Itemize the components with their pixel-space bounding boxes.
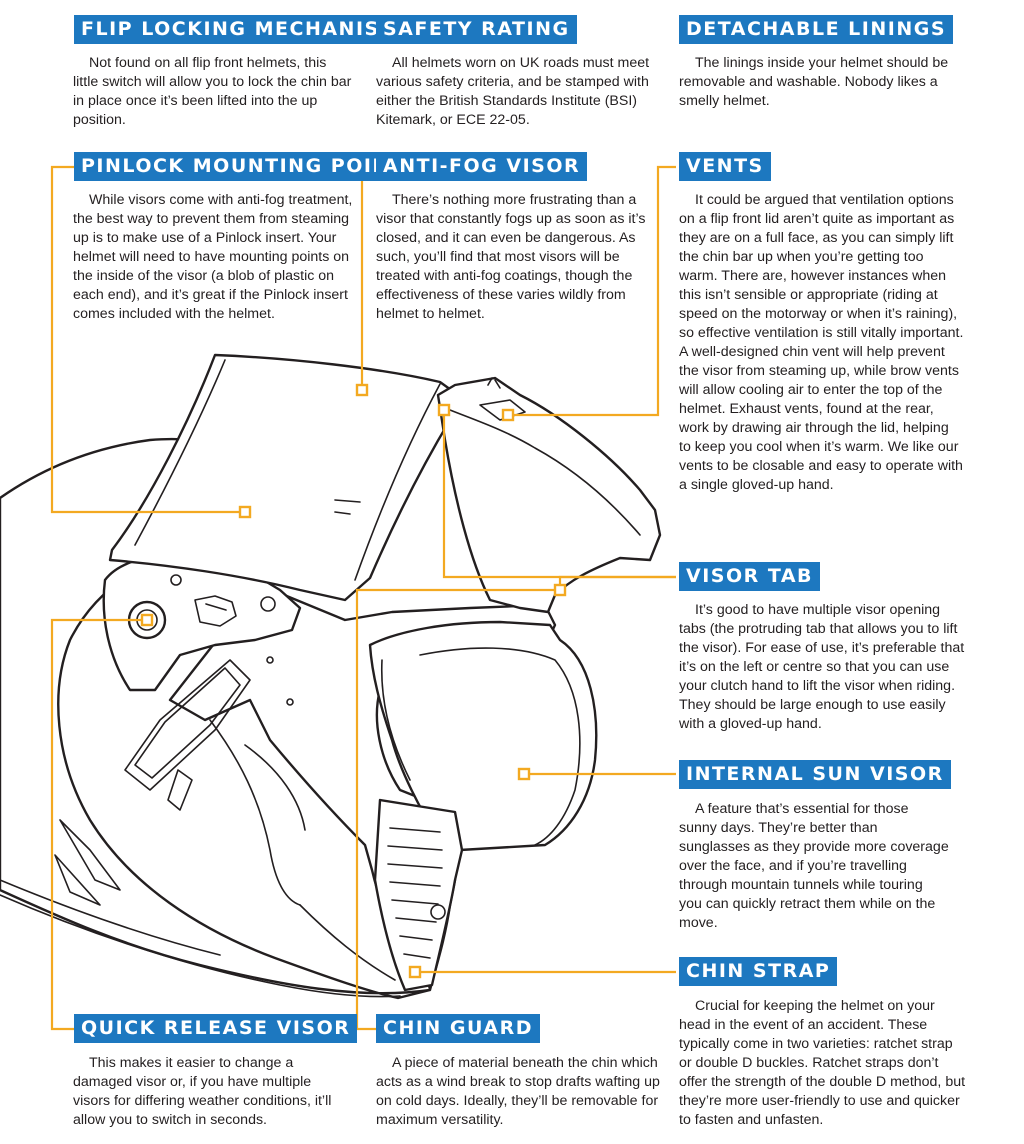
label-flip-locking-mechanism: FLIP LOCKING MECHANISM [74, 15, 407, 44]
leader-anti-fog [362, 167, 376, 385]
ear-vent [168, 770, 192, 810]
text-chin-guard: A piece of material beneath the chin whi… [376, 1054, 661, 1130]
marker-vents [503, 410, 513, 420]
text-pinlock-mounting-points: While visors come with anti-fog treatmen… [73, 191, 353, 324]
label-vents: VENTS [679, 152, 771, 181]
label-quick-release-visor: QUICK RELEASE VISOR [74, 1014, 357, 1043]
label-safety-rating: SAFETY RATING [376, 15, 577, 44]
marker-sun-visor [519, 769, 529, 779]
label-chin-strap: CHIN STRAP [679, 957, 837, 986]
text-flip-locking-mechanism: Not found on all flip front helmets, thi… [73, 54, 353, 130]
marker-visor-tab [439, 405, 449, 415]
marker-anti-fog [357, 385, 367, 395]
label-pinlock-mounting-points: PINLOCK MOUNTING POINTS [74, 152, 426, 181]
text-quick-release-visor: This makes it easier to change a damaged… [73, 1054, 343, 1130]
marker-pinlock [240, 507, 250, 517]
marker-chin-guard [555, 585, 565, 595]
text-safety-rating: All helmets worn on UK roads must meet v… [376, 54, 658, 130]
label-detachable-linings: DETACHABLE LININGS [679, 15, 953, 44]
label-anti-fog-visor: ANTI-FOG VISOR [376, 152, 587, 181]
label-chin-guard: CHIN GUARD [376, 1014, 540, 1043]
text-chin-strap: Crucial for keeping the helmet on your h… [679, 997, 969, 1130]
chin-curve [300, 905, 395, 980]
text-anti-fog-visor: There’s nothing more frustrating than a … [376, 191, 658, 324]
text-internal-sun-visor: A feature that’s essential for those sun… [679, 800, 949, 933]
raised-visor [110, 355, 458, 600]
label-visor-tab: VISOR TAB [679, 562, 820, 591]
marker-quick-release [142, 615, 152, 625]
marker-chin-strap [410, 967, 420, 977]
text-vents: It could be argued that ventilation opti… [679, 191, 964, 495]
label-internal-sun-visor: INTERNAL SUN VISOR [679, 760, 951, 789]
chin-guard-outline [375, 800, 462, 990]
text-detachable-linings: The linings inside your helmet should be… [679, 54, 964, 111]
text-visor-tab: It’s good to have multiple visor opening… [679, 601, 967, 734]
